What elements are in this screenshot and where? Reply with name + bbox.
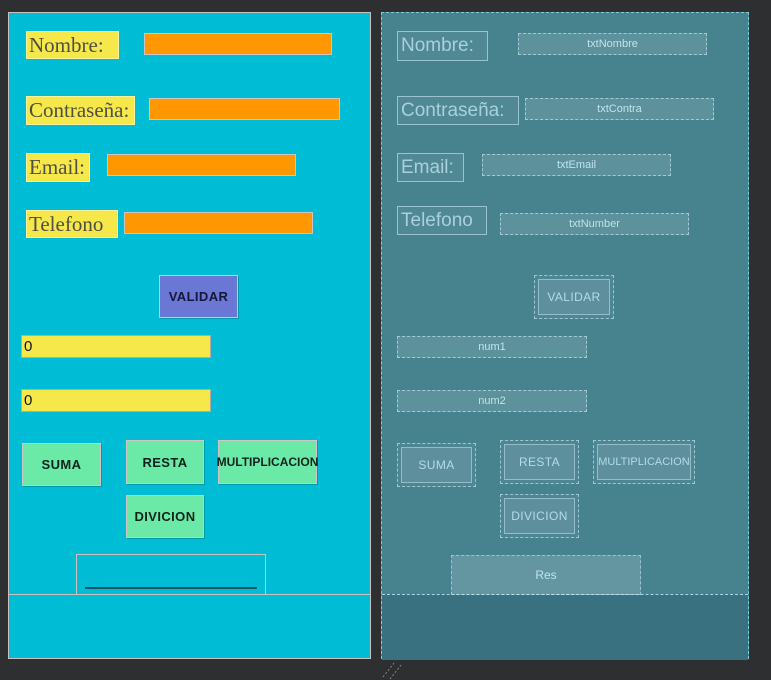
bp-email-label[interactable]: Email:	[397, 153, 464, 182]
suma-button[interactable]: SUMA	[22, 443, 101, 486]
telefono-input[interactable]	[124, 212, 313, 234]
bp-division-button[interactable]: DIVICION	[500, 494, 579, 538]
nombre-input[interactable]	[144, 33, 332, 55]
bp-txtnombre-field[interactable]: txtNombre	[518, 33, 707, 55]
bp-multiplicacion-button[interactable]: MULTIPLICACION	[593, 440, 695, 484]
nombre-label[interactable]: Nombre:	[26, 31, 119, 59]
resta-button[interactable]: RESTA	[126, 440, 204, 484]
num1-input[interactable]: 0	[21, 335, 211, 358]
blueprint-footer-area	[382, 594, 748, 660]
contrasena-input[interactable]	[149, 98, 340, 120]
contrasena-label[interactable]: Contraseña:	[26, 96, 135, 125]
bp-contrasena-label[interactable]: Contraseña:	[397, 96, 519, 125]
multiplicacion-button[interactable]: MULTIPLICACION	[217, 440, 318, 484]
design-bottom-divider	[9, 594, 370, 595]
num2-input[interactable]: 0	[21, 389, 211, 412]
bp-num1-field[interactable]: num1	[397, 336, 587, 358]
bp-txtcontra-field[interactable]: txtContra	[525, 98, 714, 120]
bp-validar-button[interactable]: VALIDAR	[534, 275, 614, 319]
bp-nombre-label[interactable]: Nombre:	[397, 31, 488, 61]
bp-suma-button[interactable]: SUMA	[397, 443, 476, 487]
validar-button[interactable]: VALIDAR	[159, 275, 238, 318]
bp-res-field[interactable]: Res	[451, 555, 641, 595]
blueprint-surface[interactable]: Nombre: txtNombre Contraseña: txtContra …	[381, 12, 749, 660]
design-surface[interactable]: Nombre: Contraseña: Email: Telefono VALI…	[8, 12, 371, 659]
email-label[interactable]: Email:	[26, 153, 90, 182]
division-button[interactable]: DIVICION	[126, 495, 204, 538]
email-input[interactable]	[107, 154, 296, 176]
resize-handle-icon[interactable]	[382, 660, 404, 680]
bp-telefono-label[interactable]: Telefono	[397, 206, 487, 235]
result-input[interactable]	[76, 554, 266, 595]
bp-resta-button[interactable]: RESTA	[500, 440, 579, 484]
result-underline	[84, 587, 258, 589]
bp-txtnumber-field[interactable]: txtNumber	[500, 213, 689, 235]
telefono-label[interactable]: Telefono	[26, 210, 118, 238]
bp-num2-field[interactable]: num2	[397, 390, 587, 412]
bp-txtemail-field[interactable]: txtEmail	[482, 154, 671, 176]
